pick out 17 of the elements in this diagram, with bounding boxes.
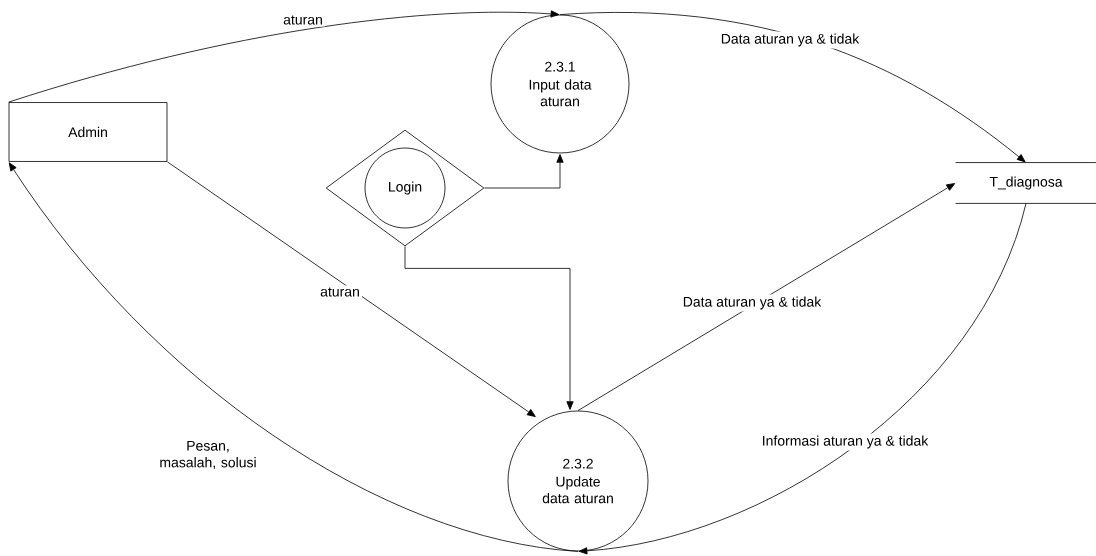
arrow xyxy=(578,203,1027,555)
arrow xyxy=(484,154,564,189)
edge-label: Data aturan ya & tidak xyxy=(718,31,862,49)
edge-label: Data aturan ya & tidak xyxy=(680,294,824,312)
arrow xyxy=(577,183,956,411)
edge-label: aturan xyxy=(318,285,362,299)
data-store: T_diagnosa xyxy=(955,162,1096,204)
arrow xyxy=(404,246,574,410)
arrow xyxy=(559,12,1026,163)
arrow xyxy=(167,161,536,417)
arrow xyxy=(8,162,579,552)
edge-label: Pesan, masalah, solusi xyxy=(154,438,262,472)
edge-label: Informasi aturan ya & tidak xyxy=(759,433,931,451)
entity-box: Admin xyxy=(8,102,168,162)
edge-label: aturan xyxy=(281,13,325,27)
arrow xyxy=(8,10,560,103)
decision-diamond xyxy=(325,129,485,247)
